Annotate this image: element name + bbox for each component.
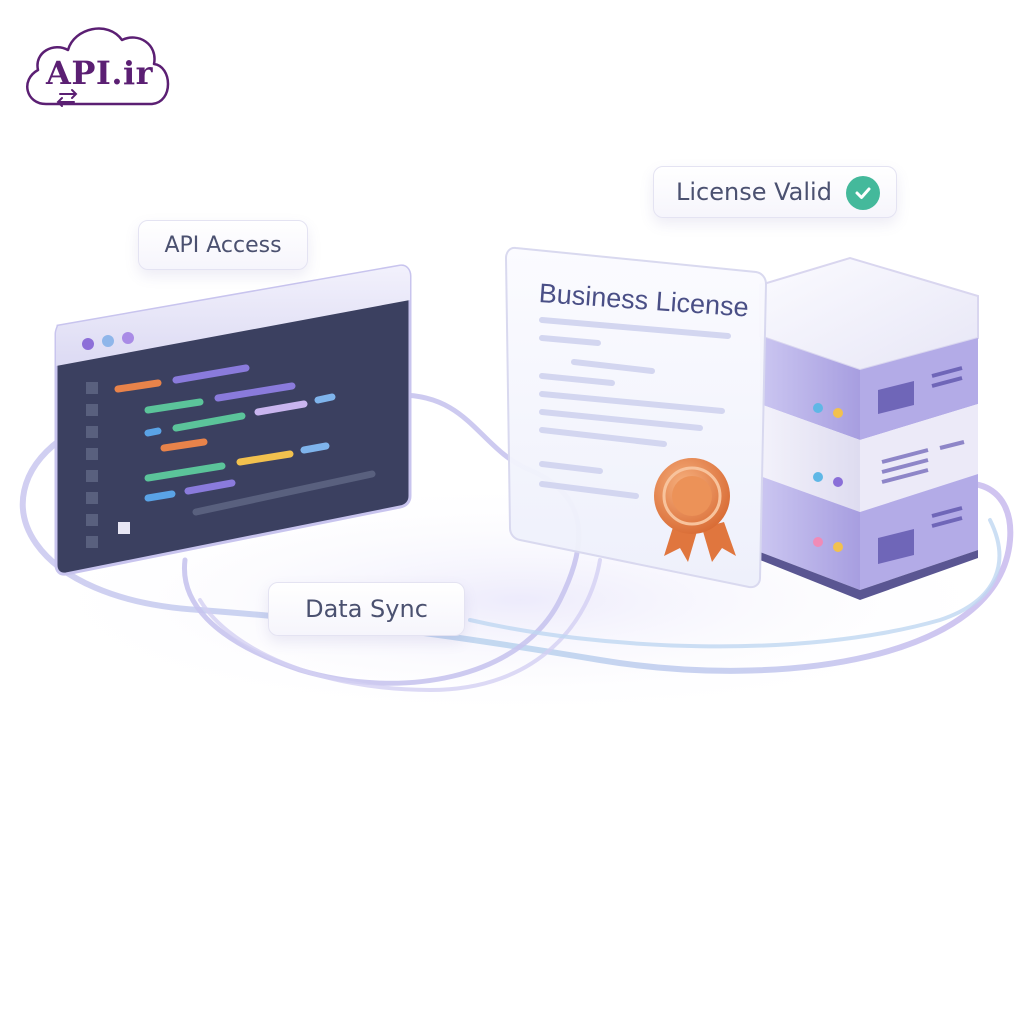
cloud-sync-icon	[26, 27, 170, 107]
brand-logo: API.ir	[16, 18, 176, 114]
data-sync-label: Data Sync	[268, 582, 465, 636]
license-valid-text: License Valid	[676, 178, 832, 206]
license-valid-badge: License Valid	[653, 166, 897, 218]
logo-text: API.ir	[46, 54, 154, 92]
data-sync-text: Data Sync	[305, 595, 428, 623]
api-access-text: API Access	[164, 232, 282, 258]
award-ribbon-icon	[654, 458, 736, 562]
check-circle-icon	[846, 176, 880, 210]
api-access-label: API Access	[138, 220, 308, 270]
